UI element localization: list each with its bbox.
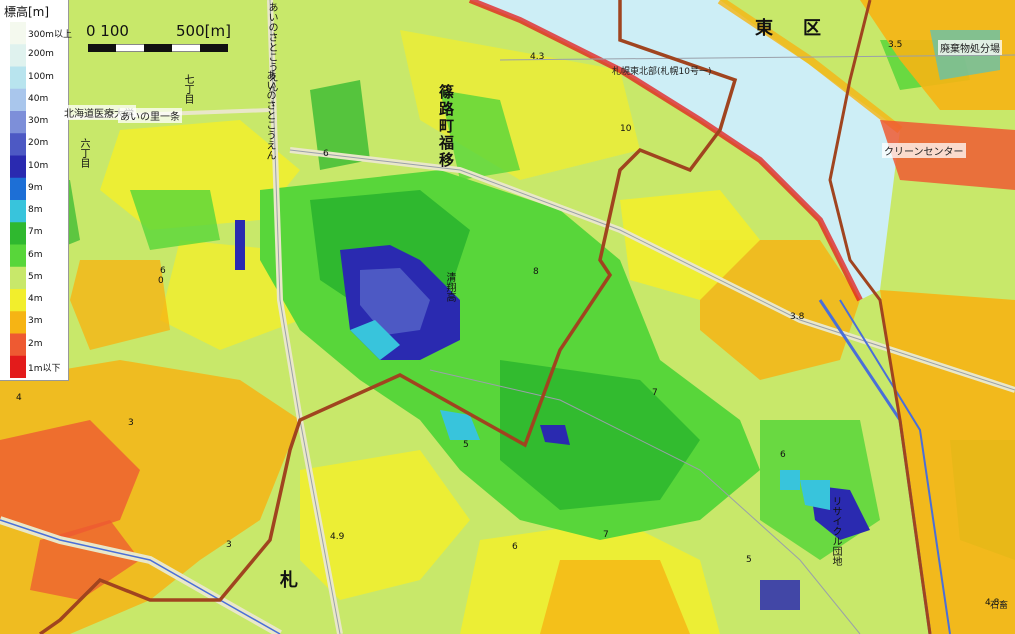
legend-swatch [10, 88, 26, 112]
river [470, 0, 900, 300]
university-label: 北海道医療大学 [62, 105, 136, 120]
oasa-label: 石畜 [990, 601, 1009, 611]
legend-swatch [10, 311, 26, 334]
legend-label: 100m [28, 71, 54, 82]
legend-label: 9m [28, 182, 43, 193]
legend-swatch [10, 44, 26, 67]
school-label: 清翔高 [444, 272, 455, 302]
contour-7b: 7 [603, 530, 609, 540]
park-label-a: あいのさとこうえん [264, 70, 275, 160]
city-label: 札 [280, 570, 298, 591]
park-label-b: あいのさとこうえん [266, 2, 277, 92]
rokuchome-label: 六丁目 [78, 138, 89, 168]
legend-label: 7m [28, 227, 43, 238]
legend-label: 2m [28, 338, 43, 349]
legend-label: 40m [28, 93, 49, 104]
legend-label: 5m [28, 271, 43, 282]
legend-swatch [10, 155, 26, 179]
legend-swatch [10, 244, 26, 268]
contour-7a: 7 [652, 388, 658, 398]
contour-5a: 5 [463, 440, 469, 450]
legend-swatch [10, 222, 26, 245]
contour-3a: 3 [128, 418, 134, 428]
legend-label: 8m [28, 205, 43, 216]
ward-label: 東 区 [755, 18, 827, 39]
legend-label: 1m以下 [28, 363, 61, 374]
scale-bar-graphic [88, 44, 228, 52]
legend-swatch [10, 133, 26, 156]
legend-label: 4m [28, 294, 43, 305]
legend-label: 3m [28, 316, 43, 327]
recycle-label: リサイクル団地 [830, 496, 841, 566]
contour-8: 8 [533, 267, 539, 277]
contour-0: 0 [158, 276, 164, 286]
legend-swatch [10, 333, 26, 357]
scale-label-start: 0 100 [86, 22, 129, 40]
legend-swatch [10, 200, 26, 223]
elevation-legend: 標高[m] 300m以上 200m 100m 40m 30m 20m 10m 9m 8m 7m 6m… [0, 0, 72, 381]
legend-label: 30m [28, 116, 49, 127]
legend-title: 標高[m] [4, 5, 50, 19]
legend-swatch [10, 111, 26, 134]
elevated-patches [235, 220, 870, 610]
legend-label: 300m以上 [28, 30, 72, 41]
height-4-9: 4.9 [330, 532, 345, 542]
legend-swatch [10, 22, 26, 45]
legend-label: 6m [28, 249, 43, 260]
contour-6d: 6 [160, 266, 166, 276]
contour-6c: 6 [512, 542, 518, 552]
contour-5b: 5 [746, 555, 752, 565]
legend-color-bar [10, 22, 26, 378]
road-label: 札幌東北部(札幌10号一) [612, 67, 712, 77]
legend-label: 10m [28, 160, 49, 171]
legend-label: 200m [28, 49, 54, 60]
scale-bar: 0 100 500[m] [86, 22, 236, 56]
waste-plant-label: 廃棄物処分場 [938, 40, 1002, 55]
height-3-5: 3.5 [888, 40, 903, 50]
clean-center-label: クリーンセンター [882, 143, 966, 158]
contour-10: 10 [620, 124, 632, 134]
contour-3b: 3 [226, 540, 232, 550]
legend-swatch [10, 177, 26, 201]
legend-swatch [10, 289, 26, 312]
scale-label-end: 500[m] [176, 22, 231, 40]
district-label: 篠路町福移 [437, 84, 455, 169]
contour-4: 4 [16, 393, 22, 403]
height-4-8: 4.8 [985, 598, 1000, 608]
legend-swatch [10, 266, 26, 290]
legend-swatch [10, 355, 26, 378]
nanachome-label: 七丁目 [182, 74, 193, 104]
legend-label: 20m [28, 138, 49, 149]
ainosato-label: あいの里一条 [118, 108, 182, 123]
height-3-8: 3.8 [790, 312, 805, 322]
legend-swatch [10, 66, 26, 90]
contour-6a: 6 [323, 149, 329, 159]
height-4-3: 4.3 [530, 52, 545, 62]
ward-boundary [38, 0, 738, 634]
contour-6b: 6 [780, 450, 786, 460]
